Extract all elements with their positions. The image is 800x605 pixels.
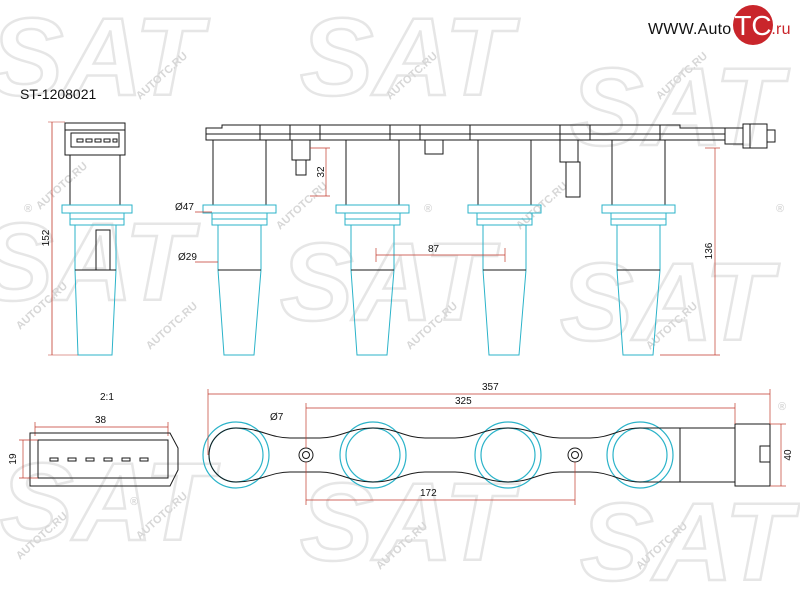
dim-hole-diameter: Ø7	[270, 412, 284, 423]
dim-total-length: 357	[482, 382, 499, 393]
watermark-big: SAT	[300, 0, 520, 119]
connector-detail	[19, 422, 179, 487]
dim-connector-scale: 2:1	[100, 392, 114, 403]
side-view	[61, 122, 133, 356]
front-bracket	[291, 139, 311, 161]
front-view	[205, 123, 776, 198]
side-connector-head	[64, 122, 126, 156]
dim-rail-height: 40	[783, 449, 794, 461]
front-dimensions	[195, 147, 720, 356]
dim-boot-diameter: Ø29	[178, 252, 197, 263]
dim-connector-height: 19	[8, 453, 19, 465]
dim-bracket-height: 32	[316, 166, 327, 178]
front-bracket	[424, 139, 444, 155]
logo-text: TC	[734, 10, 771, 41]
dim-connector-width: 38	[95, 415, 107, 426]
dim-hole-length: 325	[455, 396, 472, 407]
watermark-registered: ®	[776, 203, 784, 215]
watermark-registered: ®	[424, 203, 432, 215]
coil-4	[601, 140, 676, 356]
front-rail	[205, 124, 726, 141]
watermark-big: SAT	[570, 46, 790, 169]
watermark-big: SAT	[560, 241, 780, 364]
site-url-suffix: .ru	[771, 21, 791, 38]
dim-collar-diameter: Ø47	[175, 202, 194, 213]
watermark-big: SAT	[580, 481, 800, 600]
site-url[interactable]: WWW.Auto .ru	[648, 21, 791, 39]
watermark-registered: ®	[24, 203, 32, 215]
brand-logo: TC	[733, 5, 773, 45]
dim-coil-height: 136	[704, 242, 715, 259]
watermark-registered: ®	[130, 496, 138, 508]
dim-label: 152	[41, 229, 52, 246]
side-boot	[74, 225, 117, 356]
top-rail-outline	[208, 423, 771, 487]
watermark-registered: ®	[778, 401, 786, 413]
top-view-dimensions	[207, 389, 786, 505]
dim-side-height: 152	[41, 121, 78, 356]
coil-2	[335, 140, 410, 356]
watermark-big: SAT	[300, 461, 520, 584]
coil-1	[202, 140, 277, 356]
site-url-main: WWW.Auto	[648, 21, 732, 38]
dim-hole-spacing: 172	[420, 488, 437, 499]
top-view	[202, 421, 771, 489]
dim-spacing-top: 87	[428, 244, 440, 255]
watermark-small: AUTOTC.RU	[514, 180, 570, 232]
watermark-big: SAT	[0, 201, 200, 324]
coil-3	[467, 140, 542, 356]
watermark-big: SAT	[0, 0, 210, 119]
part-number: ST-1208021	[20, 86, 97, 102]
